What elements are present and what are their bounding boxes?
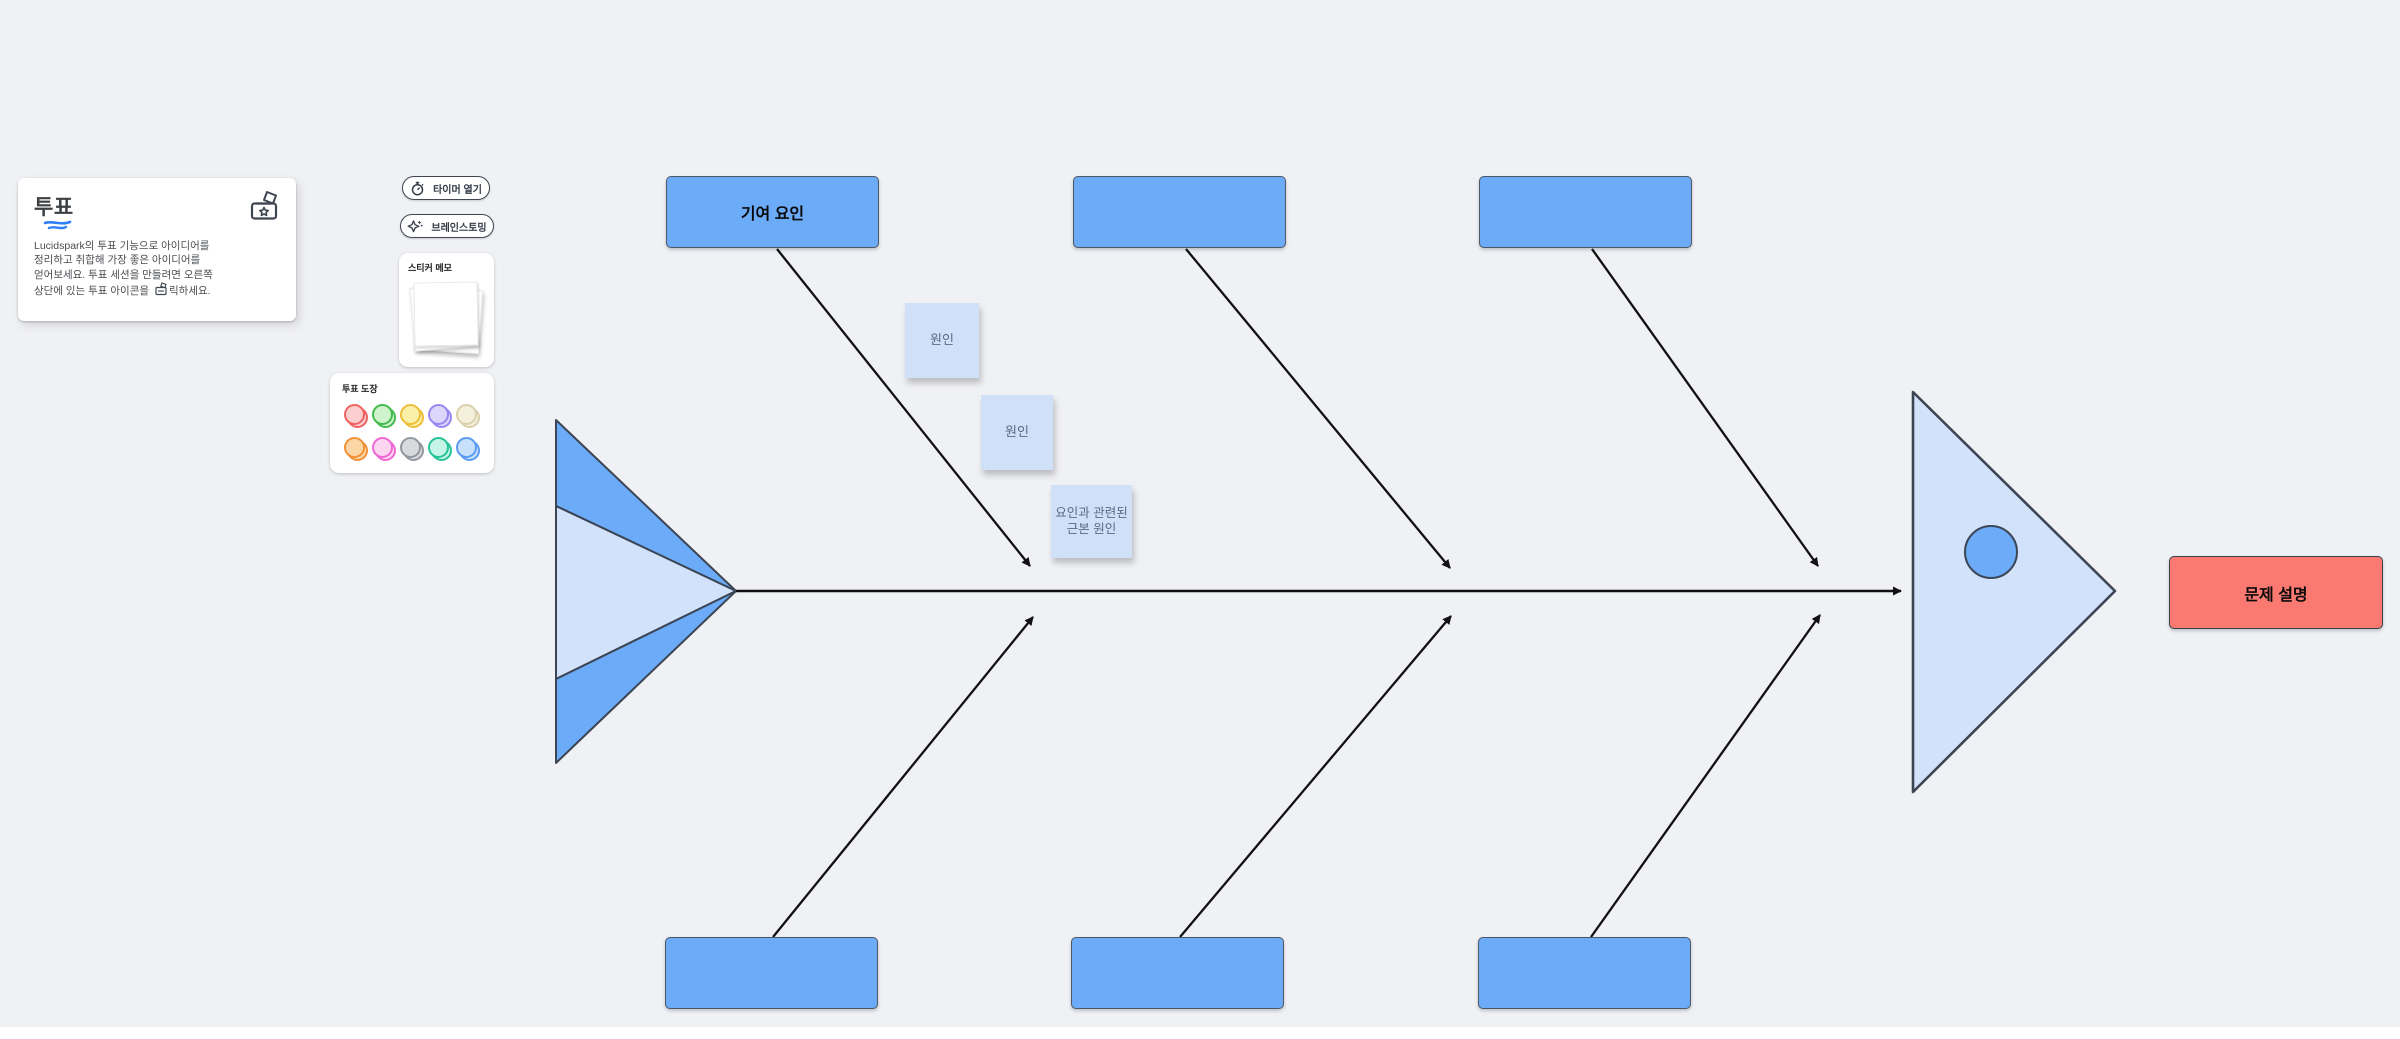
cause-sticky-note[interactable]: 원인 [981,395,1053,470]
fishbone-top-bone-1[interactable] [776,248,1031,567]
fish-eye[interactable] [1964,525,2018,579]
vote-stamp-cream[interactable] [455,404,481,429]
vote-stamp-blue[interactable] [455,437,481,462]
vote-stamp-teal[interactable] [427,437,453,462]
open-timer-button[interactable]: 타이머 열기 [402,176,490,200]
factor-box-bottom-3[interactable] [1478,937,1691,1009]
root-cause-sticky-note[interactable]: 요인과 관련된 근본 원인 [1051,485,1132,558]
fishbone-top-bone-3[interactable] [1591,248,1819,567]
vote-stamp-purple[interactable] [427,404,453,429]
vote-stamp-red[interactable] [343,404,369,429]
factor-box-top-2[interactable] [1073,176,1286,248]
panel-description: Lucidspark의 투표 기능으로 아이디어를 정리하고 취합해 가장 좋은… [34,240,213,298]
fish-tail-bottom-fin[interactable] [555,590,737,764]
blue-underline-scribble-icon [43,220,72,230]
vote-stamps-label: 투표 도장 [342,384,378,394]
problem-statement-box[interactable]: 문제 설명 [2169,556,2383,629]
brainstorm-button[interactable]: 브레인스토밍 [400,214,494,238]
brainstorm-label: 브레인스토밍 [431,222,487,234]
sticky-note-stack[interactable] [408,281,483,355]
memo-sheet [412,281,479,347]
sticker-memo-label: 스티커 메모 [408,263,452,273]
vote-stamps-card[interactable]: 투표 도장 [330,373,494,473]
vote-stamp-orange[interactable] [343,437,369,462]
factor-box-bottom-2[interactable] [1071,937,1284,1009]
vote-stamp-gray[interactable] [399,437,425,462]
fishbone-bottom-bone-1[interactable] [772,616,1034,938]
factor-box-top-3[interactable] [1479,176,1692,248]
vote-stamp-pink[interactable] [371,437,397,462]
sparkle-icon [407,219,423,232]
voting-info-panel[interactable]: 투표 Lucidspark의 투표 기능으로 아이디어를 정리하고 취합해 가장… [18,178,296,321]
fish-head[interactable] [1911,390,2117,794]
sticker-memo-card[interactable]: 스티커 메모 [399,253,494,367]
fishbone-bottom-bone-3[interactable] [1590,614,1821,938]
ballot-box-icon [250,191,278,220]
canvas-bottom-edge [0,1027,2400,1039]
stopwatch-icon [411,181,424,195]
fishbone-top-bone-2[interactable] [1185,248,1451,569]
inline-ballot-icon [155,282,167,296]
factor-box-bottom-1[interactable] [665,937,878,1009]
open-timer-label: 타이머 열기 [433,184,482,196]
cause-sticky-note[interactable]: 원인 [905,303,979,378]
vote-stamp-grid [342,404,482,462]
vote-stamp-green[interactable] [371,404,397,429]
panel-title: 투표 [34,196,74,219]
vote-stamp-yellow[interactable] [399,404,425,429]
fishbone-bottom-bone-2[interactable] [1179,615,1452,938]
factor-box-top-1[interactable]: 기여 요인 [666,176,879,248]
